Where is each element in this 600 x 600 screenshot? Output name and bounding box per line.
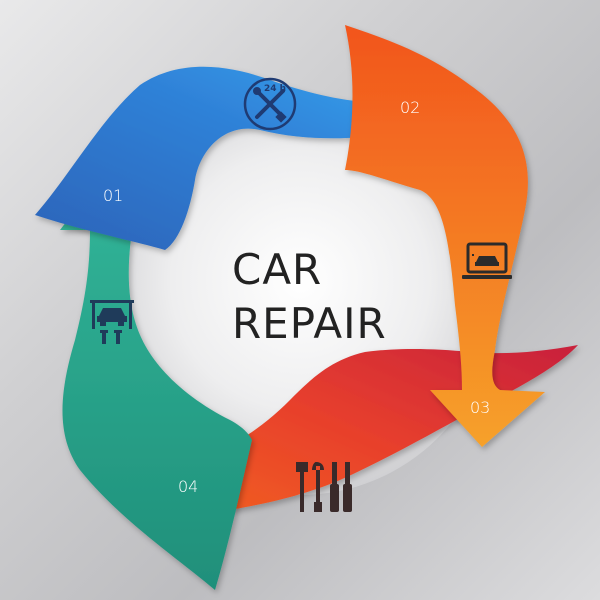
step-3-arrow <box>345 25 545 447</box>
laptop-diagnostics-icon <box>462 242 512 279</box>
step-1-number: 01 <box>103 186 123 205</box>
car-lift-icon <box>90 300 134 344</box>
tools-icon <box>296 462 352 512</box>
step-3-number: 03 <box>470 398 490 417</box>
step-2-arrow <box>35 66 445 250</box>
step-4-number: 04 <box>178 477 198 496</box>
24h-label: 24 h <box>264 84 286 94</box>
title-line-1: CAR <box>232 245 322 294</box>
step-1-arrow <box>60 165 252 590</box>
step-2-number: 02 <box>400 98 420 117</box>
title-line-2: REPAIR <box>232 299 387 348</box>
